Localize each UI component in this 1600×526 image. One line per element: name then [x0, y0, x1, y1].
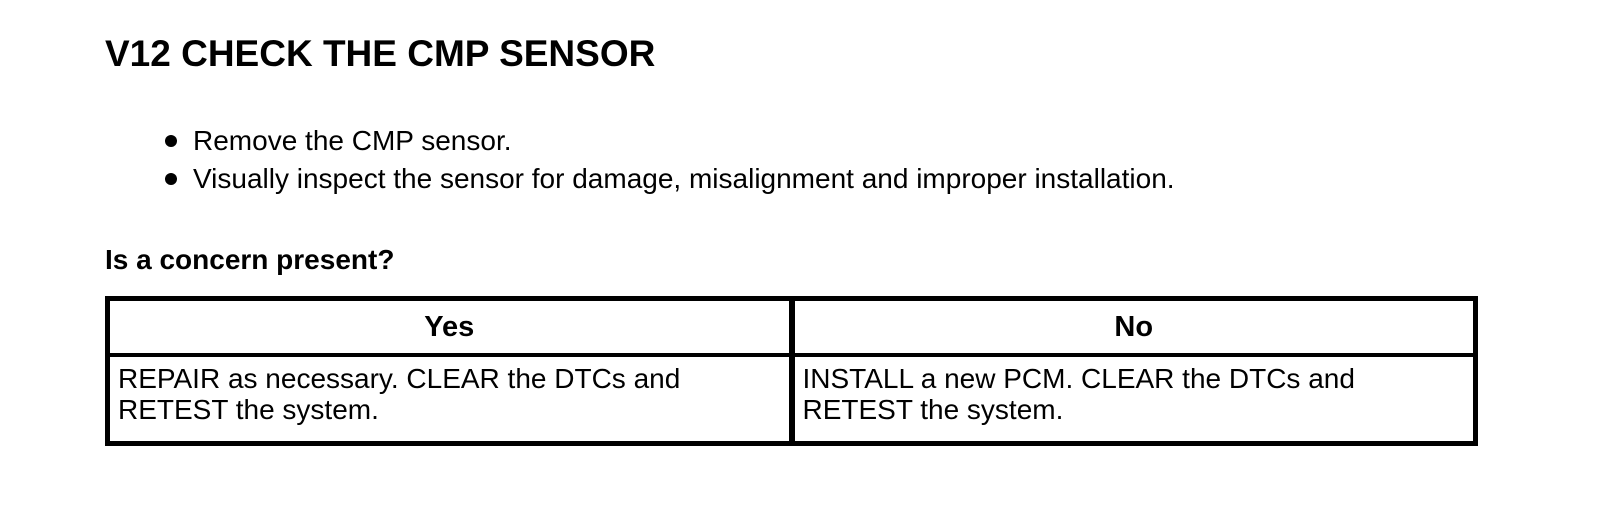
list-item: Remove the CMP sensor.: [105, 122, 1600, 160]
table-header-yes: Yes: [424, 310, 475, 343]
bullet-icon: [165, 135, 177, 147]
bullet-icon: [165, 173, 177, 185]
question-text: Is a concern present?: [105, 244, 395, 275]
instruction-list: Remove the CMP sensor. Visually inspect …: [105, 122, 1600, 198]
list-item-text: Remove the CMP sensor.: [193, 125, 512, 156]
action-text-line: RETEST the system.: [802, 394, 1064, 425]
list-item-text: Visually inspect the sensor for damage, …: [193, 163, 1175, 194]
action-text-line: REPAIR as necessary. CLEAR the DTCs and: [118, 363, 681, 394]
table-header-row: Yes No: [110, 301, 1473, 357]
table-body-row: REPAIR as necessary. CLEAR the DTCs and …: [110, 357, 1473, 441]
table-header-no: No: [788, 301, 1474, 353]
action-text-line: INSTALL a new PCM. CLEAR the DTCs and: [802, 363, 1355, 394]
list-item: Visually inspect the sensor for damage, …: [105, 160, 1600, 198]
table-cell-no-action: INSTALL a new PCM. CLEAR the DTCs and RE…: [788, 357, 1474, 441]
action-text-line: RETEST the system.: [118, 394, 379, 425]
section-title: V12 CHECK THE CMP SENSOR: [105, 33, 656, 74]
table-cell-yes-action: REPAIR as necessary. CLEAR the DTCs and …: [110, 357, 789, 441]
decision-table: Yes No REPAIR as necessary. CLEAR the DT…: [105, 296, 1478, 446]
